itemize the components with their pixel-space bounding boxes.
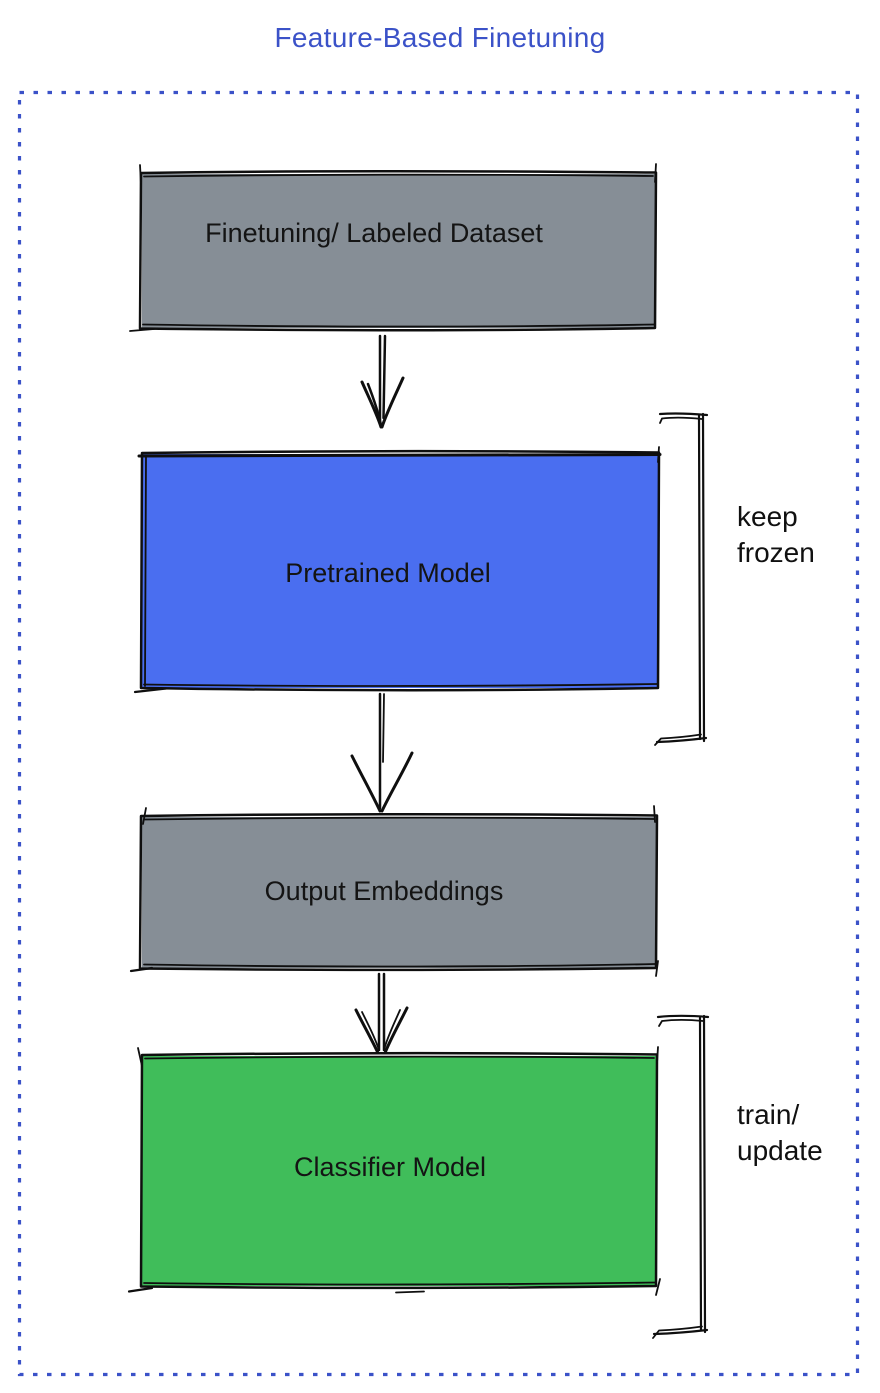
bracket-keep-frozen xyxy=(654,412,709,746)
diagram-title: Feature-Based Finetuning xyxy=(274,22,606,53)
sketch-stroke xyxy=(127,1286,154,1293)
sketch-stroke xyxy=(142,323,655,328)
annotation-keep-frozen: keep frozen xyxy=(737,499,815,571)
sketch-stroke xyxy=(139,164,142,185)
bracket-stroke xyxy=(658,412,709,417)
sketch-stroke xyxy=(143,173,654,178)
dotted-frame-border xyxy=(17,90,860,1377)
arrow-head xyxy=(361,1011,380,1051)
node-pretrained-fill xyxy=(142,454,658,688)
node-classifier-box xyxy=(127,1046,661,1296)
arrow-shaft xyxy=(382,693,385,763)
node-label-classifier: Classifier Model xyxy=(293,1152,487,1182)
bracket-stroke xyxy=(652,1328,709,1336)
sketch-stroke xyxy=(143,1281,657,1286)
node-classifier-outline xyxy=(139,1052,659,1290)
node-dataset-box xyxy=(129,163,658,332)
bracket-stroke xyxy=(654,733,702,746)
node-pretrained-box xyxy=(133,446,662,694)
arrow-shaft xyxy=(382,334,387,420)
node-embeddings-fill xyxy=(142,817,656,968)
bracket-stroke xyxy=(652,1325,703,1339)
sketch-stroke xyxy=(657,446,660,463)
node-dataset-fill xyxy=(142,174,656,328)
sketch-stroke xyxy=(142,807,147,825)
sketch-stroke xyxy=(129,328,155,332)
node-embeddings-outline xyxy=(138,813,659,972)
arrow-head xyxy=(354,1008,380,1055)
arrow-head xyxy=(383,1006,409,1055)
sketch-stroke xyxy=(137,1047,143,1067)
bracket-stroke xyxy=(698,1016,703,1332)
sketch-stroke xyxy=(143,963,656,968)
bracket-stroke xyxy=(697,414,702,741)
bracket-stroke xyxy=(701,412,706,743)
node-label-embeddings: Output Embeddings xyxy=(264,876,504,906)
annotation-line: update xyxy=(737,1135,823,1166)
sketch-stroke xyxy=(144,1055,655,1060)
annotation-line: keep xyxy=(737,501,798,532)
annotation-line: train/ xyxy=(737,1099,800,1130)
edge-embeddings-to-classifier xyxy=(354,972,409,1055)
bracket-stroke xyxy=(655,736,708,744)
bracket-train-update xyxy=(652,1014,710,1339)
node-label-pretrained: Pretrained Model xyxy=(285,558,491,588)
node-dataset-outline xyxy=(138,170,658,332)
arrow-head xyxy=(383,1009,401,1051)
node-embeddings-box xyxy=(129,805,659,977)
annotation-line: frozen xyxy=(737,537,815,568)
sketch-stroke xyxy=(655,1278,661,1296)
arrow-head xyxy=(360,380,383,429)
sketch-stroke xyxy=(655,960,659,977)
bracket-stroke xyxy=(702,1014,707,1334)
arrow-head xyxy=(380,376,405,429)
sketch-stroke xyxy=(144,455,147,687)
sketch-stroke xyxy=(129,966,154,973)
bracket-stroke xyxy=(659,416,703,424)
edge-dataset-to-pretrained xyxy=(360,334,405,429)
arrow-head xyxy=(366,382,383,427)
arrow-head xyxy=(380,751,414,813)
node-classifier-fill xyxy=(142,1056,656,1286)
sketch-stroke xyxy=(656,1046,659,1064)
arrow-head xyxy=(350,754,382,813)
sketch-stroke xyxy=(144,816,655,821)
bracket-stroke xyxy=(656,1014,710,1019)
edge-pretrained-to-embeddings xyxy=(350,692,414,813)
sketch-stroke xyxy=(654,163,657,183)
bracket-stroke xyxy=(658,1018,704,1027)
node-pretrained-outline xyxy=(139,450,661,692)
sketch-stroke xyxy=(137,453,662,458)
sketch-stroke xyxy=(133,687,168,694)
node-label-dataset: Finetuning/ Labeled Dataset xyxy=(205,218,543,248)
sketch-stroke xyxy=(653,805,656,823)
sketch-stroke xyxy=(143,683,658,687)
annotation-train-update: train/ update xyxy=(737,1097,823,1169)
sketch-stroke xyxy=(395,1290,425,1294)
